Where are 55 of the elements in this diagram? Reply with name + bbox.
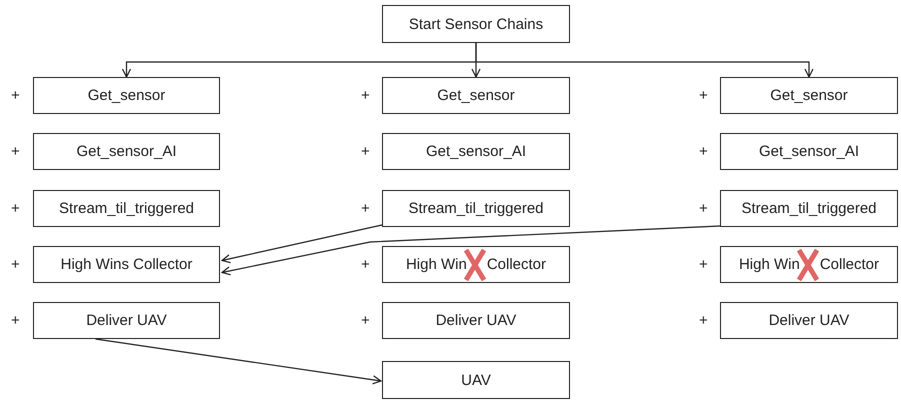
plus-sign: + [11, 312, 20, 329]
plus-sign: + [699, 312, 708, 329]
box-label: High Wins Collector [60, 256, 192, 273]
process-box [382, 246, 570, 283]
process-box [382, 190, 570, 227]
box-label: Get_sensor [770, 87, 848, 104]
process-box [382, 5, 570, 43]
plus-sign: + [11, 143, 20, 160]
plus-sign: + [361, 87, 370, 104]
plus-sign: + [361, 143, 370, 160]
box-label: Deliver UAV [436, 312, 516, 329]
process-box [33, 133, 220, 170]
box-label: Start Sensor Chains [408, 16, 544, 32]
process-box [382, 133, 570, 170]
plus-sign: + [699, 87, 708, 104]
arrow [95, 338, 382, 384]
box-label: Stream_til_triggered [741, 200, 877, 217]
process-box [33, 190, 220, 227]
box-label: Get_sensor_AI [76, 143, 177, 160]
process-box [720, 246, 898, 283]
plus-sign: + [361, 256, 370, 273]
plus-sign: + [699, 200, 708, 217]
box-label: Get_sensor [437, 87, 515, 104]
box-label: Deliver UAV [768, 312, 850, 329]
arrow [475, 43, 814, 78]
arrow [221, 224, 382, 264]
process-box [720, 77, 898, 114]
box-label: Collector [486, 256, 546, 273]
plus-sign: + [11, 87, 20, 104]
plus-sign: + [699, 143, 708, 160]
process-box [382, 361, 570, 399]
process-box [382, 77, 570, 114]
box-label: Collector [820, 256, 880, 273]
process-box [33, 77, 220, 114]
box-label: Stream_til_triggered [408, 200, 544, 217]
plus-sign: + [11, 256, 20, 273]
box-label: Stream_til_triggered [58, 200, 194, 217]
process-box [33, 246, 220, 283]
process-box [720, 302, 898, 339]
plus-sign: + [11, 200, 20, 217]
box-label: Deliver UAV [86, 312, 167, 329]
box-label: High Win [406, 256, 467, 273]
plus-sign: + [361, 312, 370, 329]
box-label: High Win [738, 256, 800, 273]
process-box [382, 302, 570, 339]
box-label: Get_sensor_AI [758, 143, 860, 160]
arrow [221, 225, 720, 276]
box-label: Get_sensor_AI [426, 143, 526, 160]
plus-sign: + [361, 200, 370, 217]
process-box [720, 190, 898, 227]
process-box [33, 302, 220, 339]
plus-sign: + [699, 256, 708, 273]
process-box [720, 133, 898, 170]
box-label: UAV [461, 372, 491, 388]
box-label: Get_sensor [88, 87, 166, 104]
